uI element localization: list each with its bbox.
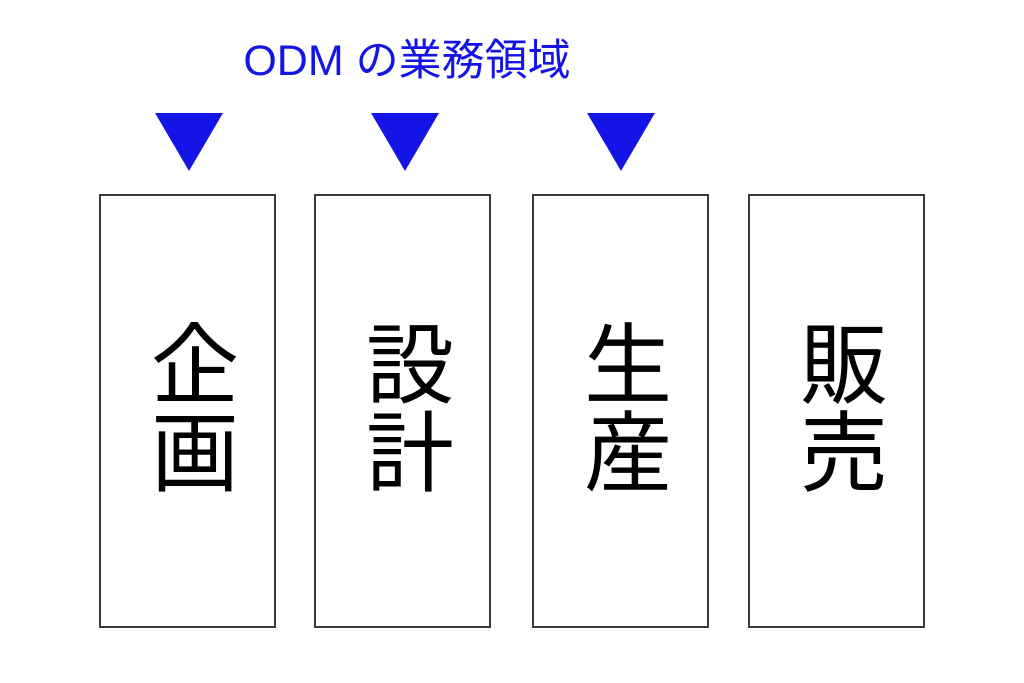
stage-label-planning: 企画 [136,319,240,495]
odm-scope-arrow-production-icon [587,113,655,171]
stage-box-design: 設計 [314,194,491,628]
odm-scope-arrow-design-icon [371,113,439,171]
stage-label-design: 設計 [351,319,455,495]
stage-label-production: 生産 [569,319,673,495]
page-title: ODM の業務領域 [243,37,571,85]
stage-label-sales: 販売 [785,319,889,495]
stage-box-sales: 販売 [748,194,925,628]
stage-box-production: 生産 [532,194,709,628]
odm-scope-arrow-planning-icon [155,113,223,171]
stage-box-planning: 企画 [99,194,276,628]
